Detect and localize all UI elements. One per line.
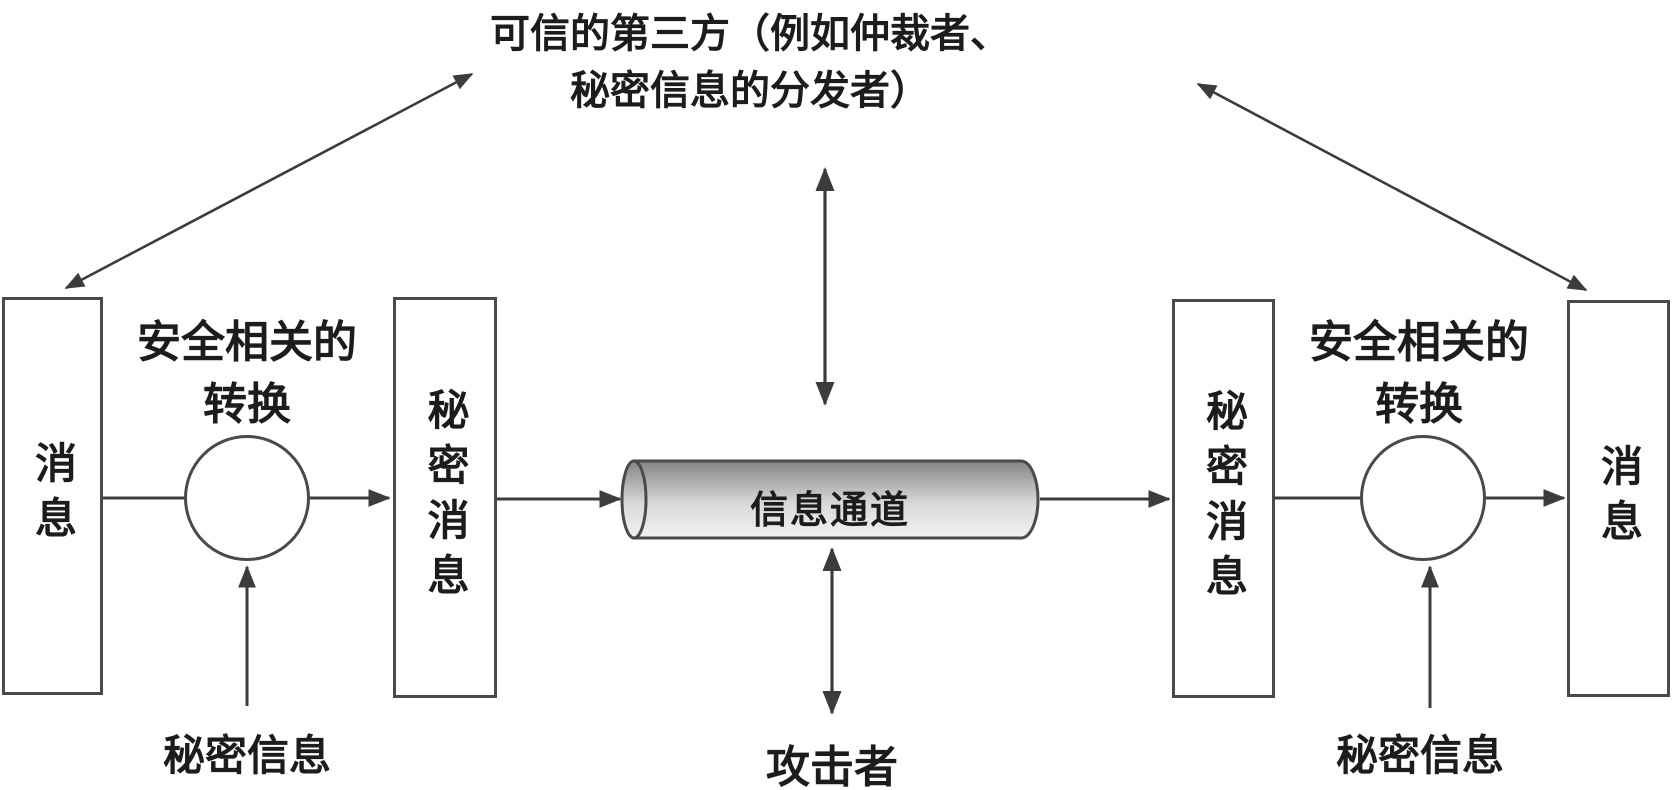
attacker-label: 攻击者 xyxy=(766,742,898,790)
receiver-secret-info-label: 秘密信息 xyxy=(1335,731,1504,780)
sender-transform-label: 安全相关的 转换 xyxy=(116,312,378,436)
ttp-label-line1: 可信的第三方（例如仲裁者、 xyxy=(490,11,1010,57)
receiver-secret-message-box: 秘密消息 xyxy=(1172,299,1275,698)
receiver-secret-message-text: 秘密消息 xyxy=(1199,388,1249,609)
trusted-third-party-label: 可信的第三方（例如仲裁者、 秘密信息的分发者） xyxy=(430,6,1070,120)
receiver-transform-line1: 安全相关的 xyxy=(1309,317,1529,368)
receiver-transform-circle xyxy=(1360,435,1486,561)
cylinder-left-cap xyxy=(620,459,648,540)
sender-message-box: 消息 xyxy=(2,297,103,695)
receiver-message-box: 消息 xyxy=(1567,300,1670,697)
sender-transform-line1: 安全相关的 xyxy=(137,317,357,368)
channel-label: 信息通道 xyxy=(749,488,910,532)
sender-secret-message-box: 秘密消息 xyxy=(393,297,497,698)
ttp-receiver-arrow xyxy=(1196,82,1588,292)
cylinder-body xyxy=(632,459,1040,540)
sender-secret-message-text: 秘密消息 xyxy=(421,387,470,608)
receiver-message-text: 消息 xyxy=(1594,443,1644,554)
receiver-transform-label: 安全相关的 转换 xyxy=(1288,312,1550,436)
receiver-transform-line2: 转换 xyxy=(1375,379,1463,430)
sender-secret-info-label: 秘密信息 xyxy=(162,731,331,780)
sender-transform-circle xyxy=(184,435,310,561)
sender-transform-line2: 转换 xyxy=(203,379,291,430)
channel-cylinder xyxy=(620,459,1040,540)
sender-message-text: 消息 xyxy=(28,441,78,551)
sender-ttp-arrow xyxy=(64,72,474,290)
ttp-label-line2: 秘密信息的分发者） xyxy=(570,68,930,114)
